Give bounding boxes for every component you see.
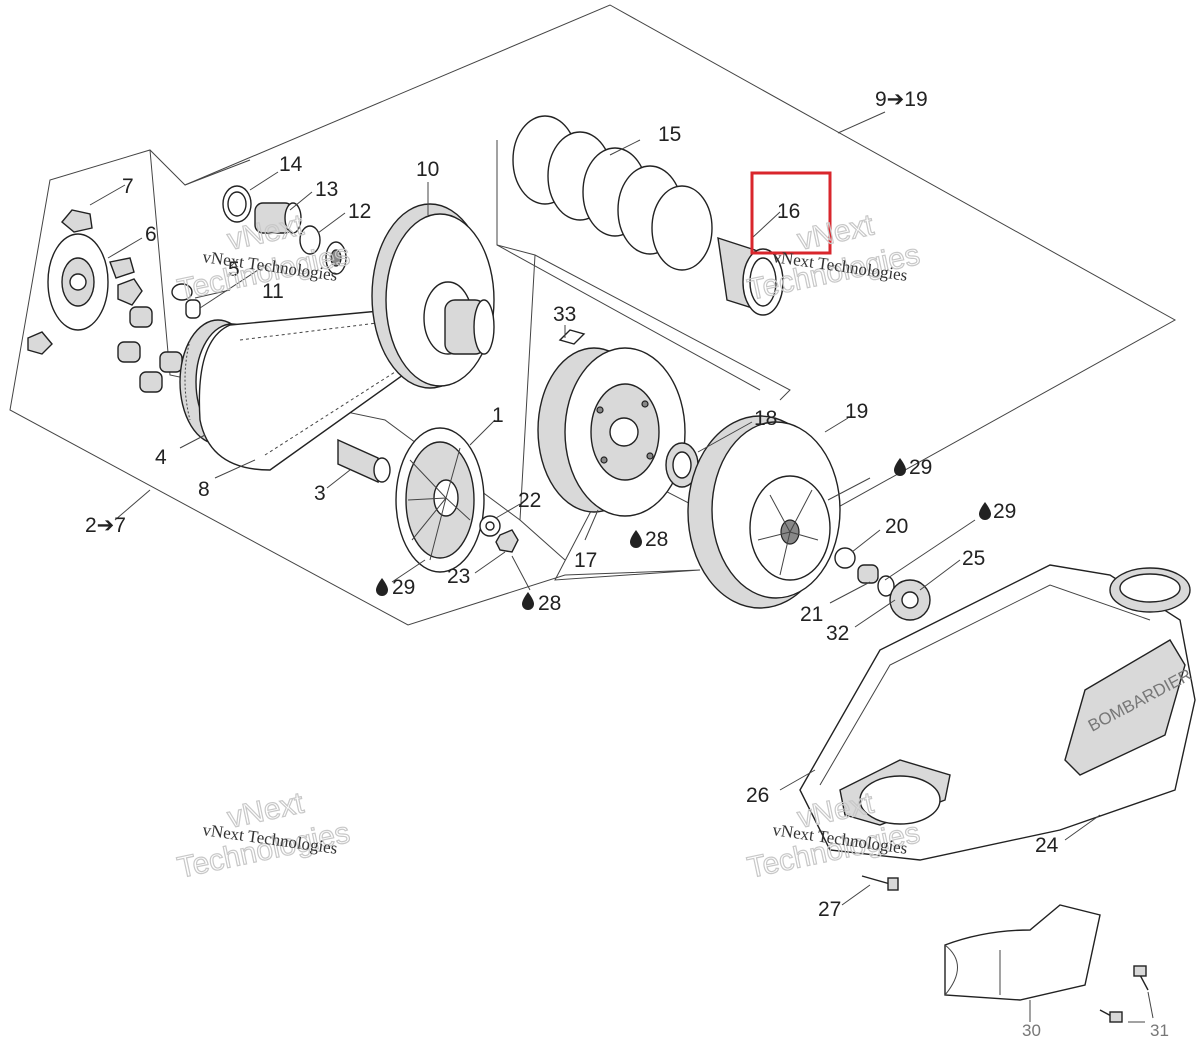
grease-drop-icon: [376, 578, 388, 596]
part-17-clutch-shoes: [537, 347, 686, 517]
drive-pulley-group: [27, 209, 411, 471]
leader-lines: [89, 139, 1154, 1023]
label-part-30: 30: [1022, 1021, 1041, 1040]
label-part-7: 7: [122, 175, 134, 198]
label-part-28b: 28: [645, 528, 668, 551]
parts-20-21-25-32: [834, 547, 931, 621]
part-31-screws: [1099, 965, 1149, 1023]
grease-drop-icon: [894, 458, 906, 476]
part-labels: 1 2➔7 3 4 5 6 7 8 9➔19 10 11 12 13 14 15…: [85, 88, 1169, 1040]
label-part-33: 33: [553, 303, 576, 326]
label-part-20: 20: [885, 515, 908, 538]
part-8-belt: [198, 309, 411, 471]
label-part-22: 22: [518, 489, 541, 512]
assembly-frames: [9, 4, 1177, 626]
label-part-31: 31: [1150, 1021, 1169, 1040]
grease-drop-icon: [522, 592, 534, 610]
part-33-shim: [558, 329, 586, 345]
label-part-26: 26: [746, 784, 769, 807]
part-23-nut: [495, 529, 519, 553]
part-12-ring: [299, 225, 321, 255]
part-18-nut: [665, 442, 699, 488]
lubricant-icons: [376, 458, 991, 610]
label-part-8: 8: [198, 478, 210, 501]
part-1-fan: [395, 427, 485, 573]
label-part-11: 11: [262, 280, 284, 303]
part-19-drum: [687, 415, 841, 609]
label-part-25: 25: [962, 547, 985, 570]
clutch-cover: BOMBARDIER: [799, 564, 1196, 861]
label-part-16: 16: [777, 200, 800, 223]
label-part-32: 32: [826, 622, 849, 645]
label-part-18: 18: [754, 407, 777, 430]
part-10-movable-sheave: [371, 203, 495, 389]
part-15-spring: [512, 115, 713, 271]
label-part-19: 19: [845, 400, 868, 423]
part-30-duct: [944, 904, 1101, 1001]
label-part-27: 27: [818, 898, 841, 921]
label-part-17: 17: [574, 549, 597, 572]
label-part-6: 6: [145, 223, 157, 246]
label-part-5: 5: [228, 258, 240, 281]
part-16-cam: [717, 236, 784, 316]
label-part-29b: 29: [909, 456, 932, 479]
grease-drop-icon: [979, 502, 991, 520]
label-part-10: 10: [416, 158, 439, 181]
label-part-23: 23: [447, 565, 470, 588]
part-5-roller: [117, 278, 143, 306]
part-6-spider: [27, 233, 135, 355]
part-3-sleeve: [337, 438, 391, 484]
label-part-9to19: 9➔19: [875, 88, 928, 111]
label-part-29c: 29: [993, 500, 1016, 523]
small-parts-12-14: [222, 185, 347, 275]
label-part-1: 1: [492, 404, 504, 427]
label-part-21: 21: [800, 603, 823, 626]
label-part-13: 13: [315, 178, 338, 201]
grease-drop-icon: [630, 530, 642, 548]
driven-pulley-group: [512, 115, 931, 621]
label-part-2to7: 2➔7: [85, 514, 126, 537]
label-part-14: 14: [279, 153, 303, 176]
label-part-24: 24: [1035, 834, 1059, 857]
highlight-box-part-16: [750, 171, 832, 255]
label-part-4: 4: [155, 446, 167, 469]
part-7-slider: [61, 209, 93, 233]
part-27-bolt: [861, 875, 899, 891]
label-part-15: 15: [658, 123, 681, 146]
label-part-12: 12: [348, 200, 371, 223]
label-part-28a: 28: [538, 592, 561, 615]
parts-1-3-22-23: [337, 427, 519, 573]
label-part-29a: 29: [392, 576, 415, 599]
label-part-3: 3: [314, 482, 326, 505]
